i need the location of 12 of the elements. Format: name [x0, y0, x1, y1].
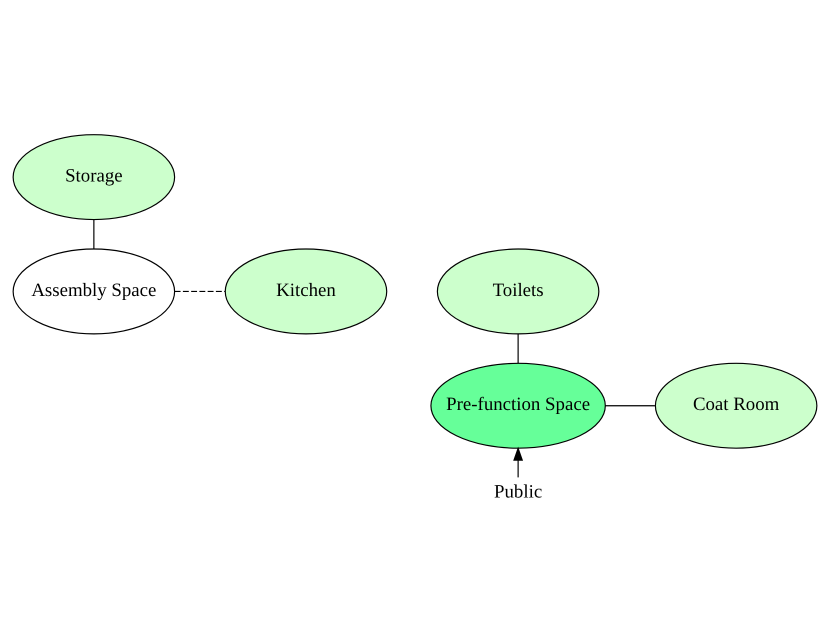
node-ellipse: Coat Room	[654, 362, 818, 449]
connector	[174, 290, 225, 292]
node-ellipse: Kitchen	[224, 248, 388, 334]
arrow	[513, 446, 524, 478]
connector	[518, 334, 519, 363]
node-text: Public	[494, 481, 542, 502]
node-ellipse: Assembly Space	[12, 248, 176, 334]
node-ellipse: Toilets	[436, 248, 600, 334]
connector	[93, 220, 94, 249]
connector	[605, 405, 655, 406]
node-ellipse: Storage	[12, 134, 176, 220]
node-ellipse: Pre-function Space	[430, 362, 606, 449]
